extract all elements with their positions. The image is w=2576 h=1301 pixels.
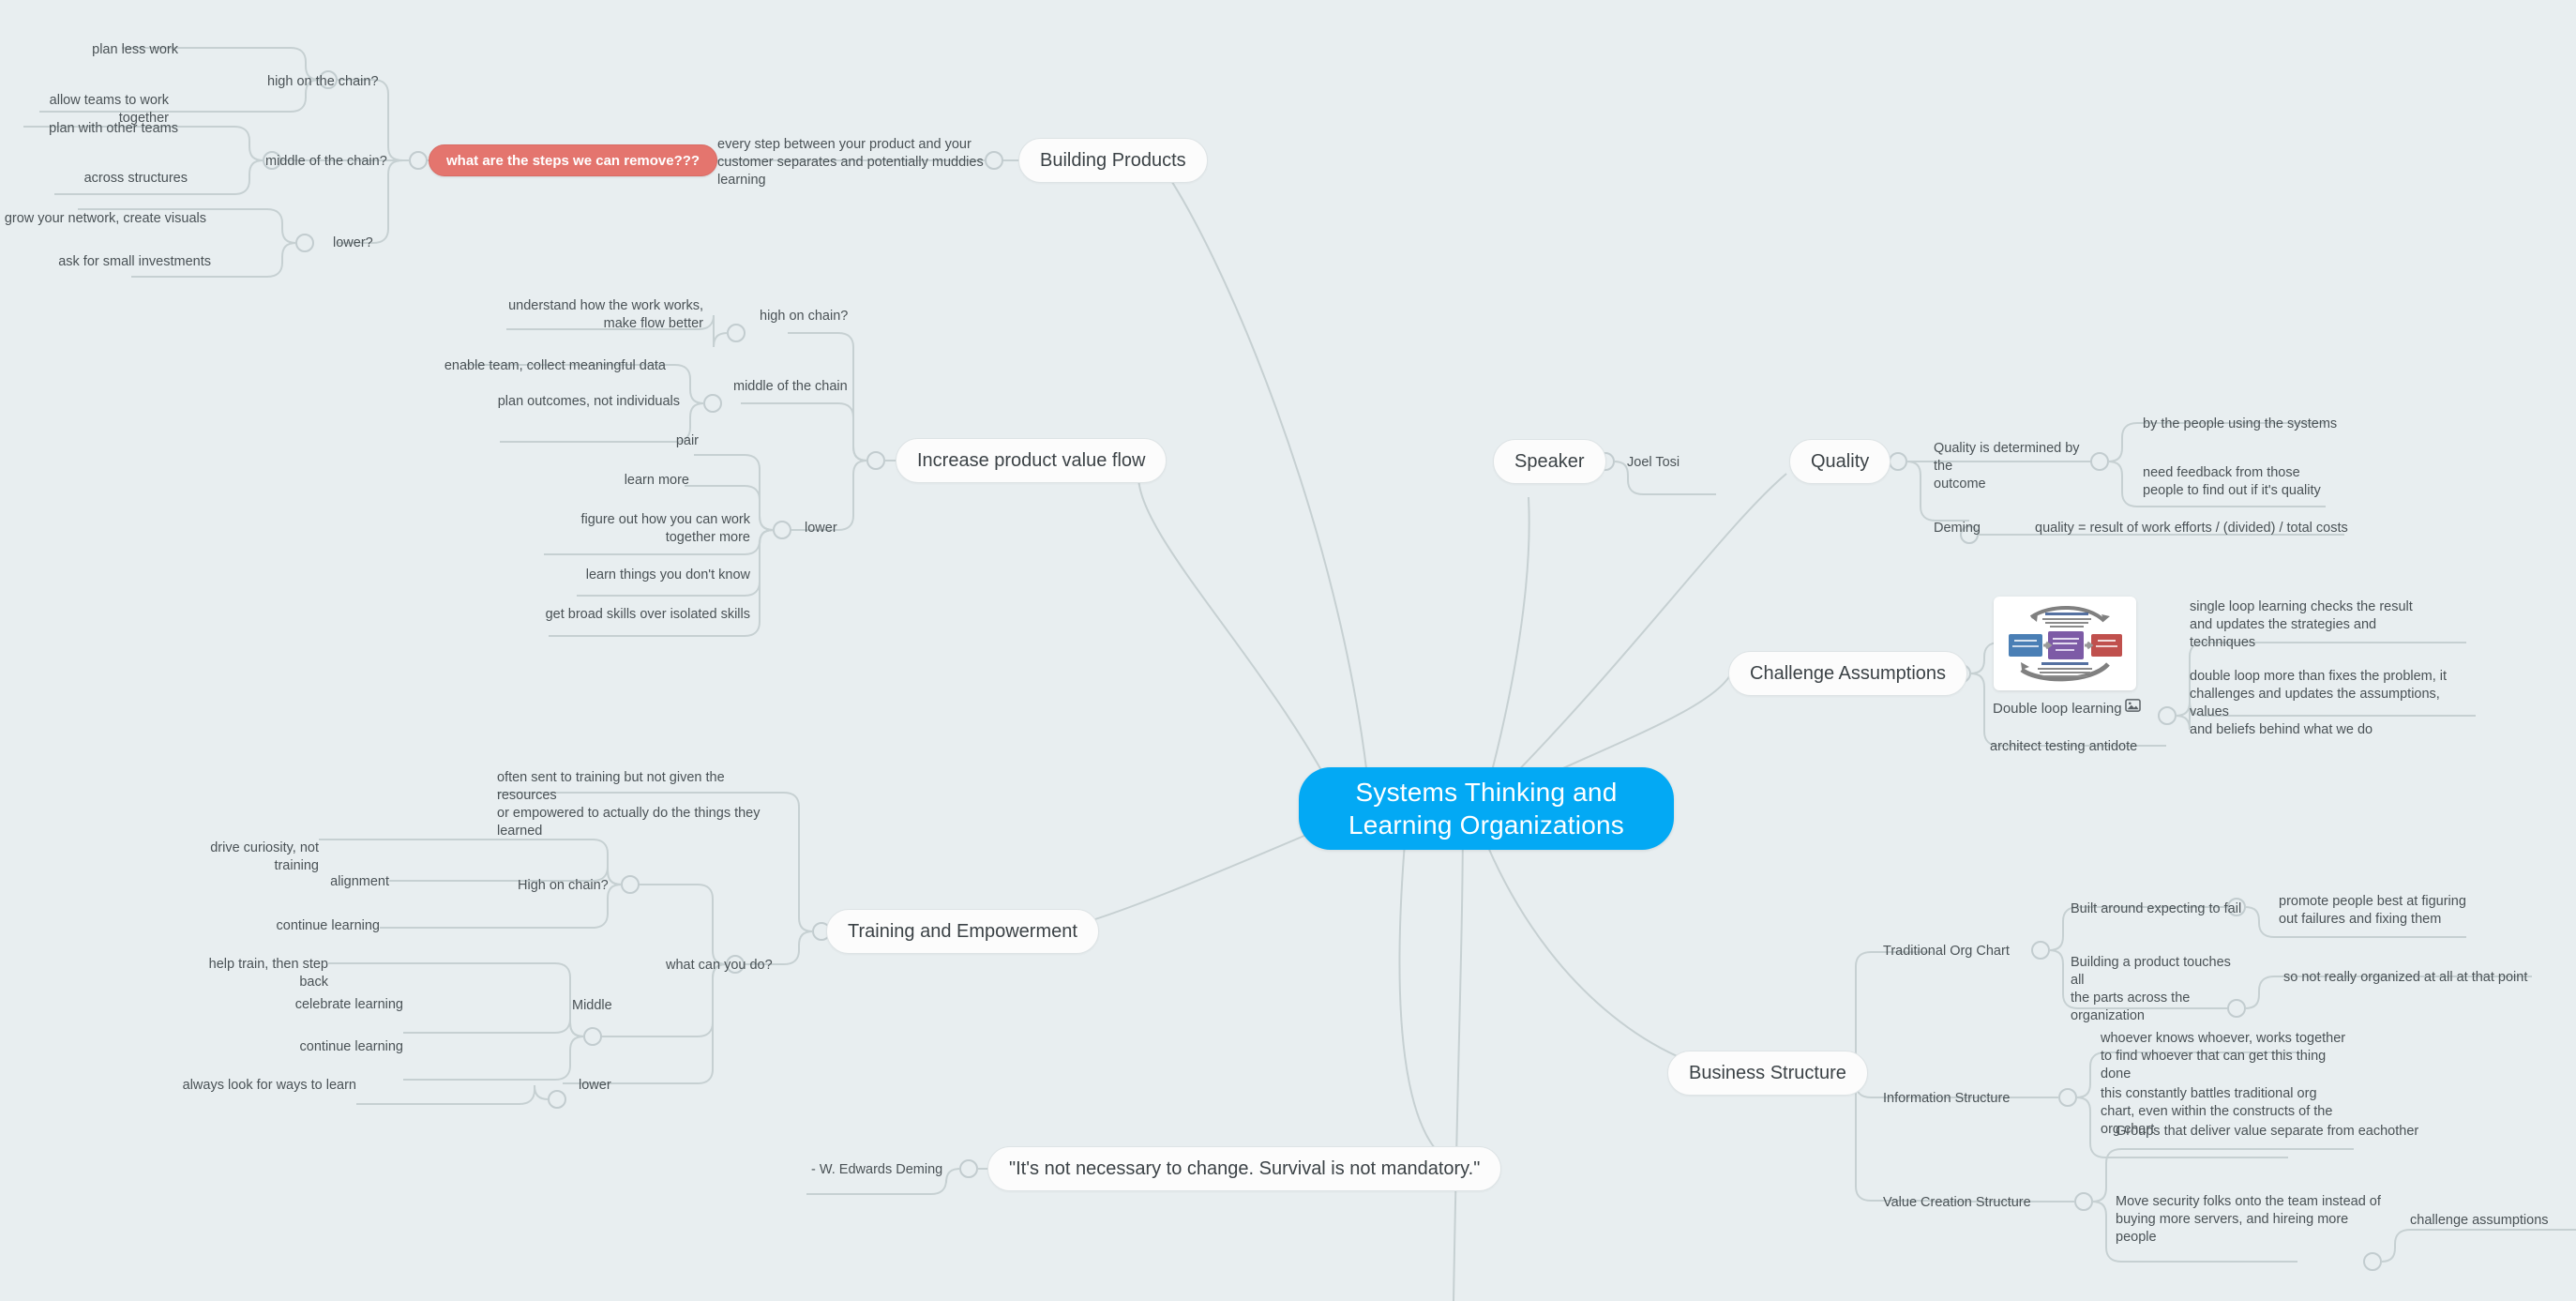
- bs-child-not-organized: so not really organized at all at that p…: [2283, 970, 2528, 985]
- root-node[interactable]: Systems Thinking and Learning Organizati…: [1299, 767, 1674, 850]
- branch-speaker[interactable]: Speaker: [1493, 439, 1606, 484]
- te-item-always-look-for-ways: always look for ways to learn: [182, 1078, 356, 1093]
- bp-item-plan-less-work: plan less work: [92, 42, 178, 57]
- bs-item-building-product-touches: Building a product touches all the parts…: [2071, 955, 2231, 1024]
- te-item-alignment: alignment: [330, 874, 389, 889]
- te-group-middle: Middle: [572, 998, 612, 1013]
- ipvf-group-lower-label: lower: [805, 521, 837, 536]
- quality-item-outcome: Quality is determined by the outcome: [1934, 441, 2080, 492]
- ipvf-group-middle-label: middle of the chain: [733, 379, 848, 394]
- branch-training-and-empowerment[interactable]: Training and Empowerment: [826, 909, 1099, 954]
- bp-group-middle-label: middle of the chain?: [265, 154, 387, 169]
- ipvf-item-understand-work: understand how the work works, make flow…: [508, 298, 703, 332]
- te-question-what-can-you-do: what can you do?: [666, 958, 773, 973]
- bs-item-whoever-knows-whoever: whoever knows whoever, works together to…: [2101, 1031, 2346, 1082]
- branch-quality[interactable]: Quality: [1789, 439, 1891, 484]
- quote-node[interactable]: "It's not necessary to change. Survival …: [987, 1146, 1502, 1191]
- bp-item-grow-network: grow your network, create visuals: [4, 211, 206, 226]
- te-item-drive-curiosity: drive curiosity, not training: [210, 840, 319, 874]
- ca-child-single-loop: single loop learning checks the result a…: [2190, 599, 2413, 651]
- bs-group-traditional-org-chart: Traditional Org Chart: [1883, 944, 2010, 959]
- branch-increase-product-value-flow[interactable]: Increase product value flow: [896, 438, 1167, 483]
- bs-group-value-creation-structure: Value Creation Structure: [1883, 1195, 2031, 1210]
- bs-item-move-security-folks: Move security folks onto the team instea…: [2116, 1194, 2381, 1246]
- branch-challenge-assumptions[interactable]: Challenge Assumptions: [1728, 651, 1968, 696]
- bs-item-groups-deliver-value: Groups that deliver value separate from …: [2116, 1124, 2419, 1139]
- te-group-high-on-chain: High on chain?: [518, 878, 609, 893]
- ipvf-item-learn-more: learn more: [624, 473, 689, 488]
- ca-child-double-loop: double loop more than fixes the problem,…: [2190, 669, 2448, 738]
- te-item-help-train: help train, then step back: [208, 957, 328, 991]
- ipvf-item-figure-out: figure out how you can work together mor…: [580, 512, 750, 546]
- bs-group-information-structure: Information Structure: [1883, 1091, 2011, 1106]
- bs-item-battles-org-chart: this constantly battles traditional org …: [2101, 1086, 2333, 1138]
- bs-child-challenge-assumptions: challenge assumptions: [2410, 1213, 2549, 1228]
- te-note-often-sent-to-training: often sent to training but not given the…: [497, 770, 761, 840]
- bp-item-small-investments: ask for small investments: [58, 254, 211, 269]
- te-item-celebrate-learning: celebrate learning: [294, 997, 403, 1012]
- branch-building-products[interactable]: Building Products: [1018, 138, 1208, 183]
- double-loop-learning-thumbnail[interactable]: [1994, 597, 2136, 690]
- ipvf-group-high-label: high on chain?: [760, 309, 849, 324]
- quality-child-need-feedback: need feedback from those people to find …: [2143, 465, 2321, 499]
- image-icon: [2125, 698, 2141, 715]
- image-glyph: [2125, 699, 2141, 712]
- highlight-steps-to-remove[interactable]: what are the steps we can remove???: [429, 144, 718, 176]
- ipvf-item-broad-skills: get broad skills over isolated skills: [545, 607, 750, 622]
- ca-sibling-architect-testing: architect testing antidote: [1990, 739, 2138, 754]
- te-group-lower: lower: [579, 1078, 611, 1093]
- te-item-continue-learning-high: continue learning: [276, 918, 380, 933]
- te-item-continue-learning-middle: continue learning: [299, 1039, 403, 1054]
- bp-group-lower-label: lower?: [333, 235, 373, 250]
- quote-attribution: - W. Edwards Deming: [811, 1162, 943, 1177]
- bp-item-allow-teams: allow teams to work together: [49, 93, 169, 127]
- building-products-note: every step between your product and your…: [717, 137, 984, 189]
- quality-child-people-using: by the people using the systems: [2143, 416, 2338, 431]
- ipvf-item-enable-team: enable team, collect meaningful data: [444, 358, 666, 373]
- double-loop-diagram: [2009, 606, 2122, 682]
- branch-business-structure[interactable]: Business Structure: [1667, 1051, 1868, 1096]
- bs-item-built-around-failing: Built around expecting to fail: [2071, 901, 2242, 916]
- quality-item-deming: Deming: [1934, 521, 1981, 536]
- thumbnail-caption: Double loop learning: [1993, 701, 2122, 717]
- ipvf-item-learn-things: learn things you don't know: [585, 567, 750, 582]
- bp-item-plan-other-teams: plan with other teams: [49, 121, 178, 136]
- bp-item-across-structures: across structures: [83, 171, 188, 186]
- quality-child-deming-formula: quality = result of work efforts / (divi…: [2035, 521, 2348, 536]
- ipvf-item-plan-outcomes: plan outcomes, not individuals: [497, 394, 680, 409]
- ipvf-item-pair: pair: [675, 433, 699, 448]
- speaker-name: Joel Tosi: [1627, 455, 1680, 470]
- bp-group-high-label: high on the chain?: [267, 74, 379, 89]
- bs-child-promote-people: promote people best at figuring out fail…: [2279, 894, 2466, 928]
